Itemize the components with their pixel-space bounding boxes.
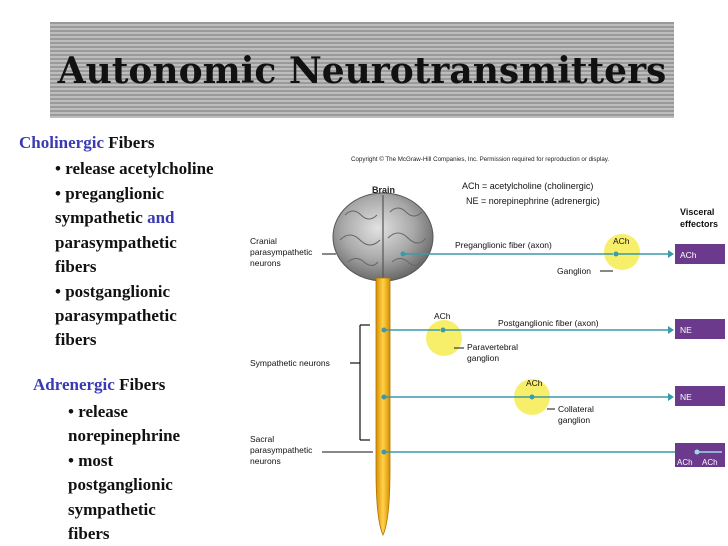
sacral-label-line-3: neurons xyxy=(250,456,281,466)
adrenergic-bullet-1-line-1: • release xyxy=(68,402,128,421)
sacral-label-line-1: Sacral xyxy=(250,434,274,444)
effector-label-2: NE xyxy=(680,325,692,335)
ganglion-label: Ganglion xyxy=(557,266,591,276)
paravertebral-label-line-2: ganglion xyxy=(467,353,499,363)
ach-label-2: ACh xyxy=(434,311,451,321)
ach-label-3: ACh xyxy=(526,378,543,388)
visceral-effectors-label-line-2: effectors xyxy=(680,219,718,229)
copyright-notice: Copyright © The McGraw-Hill Companies, I… xyxy=(351,156,609,163)
effector-label-1: ACh xyxy=(680,250,697,260)
sacral-label-line-2: parasympathetic xyxy=(250,445,313,455)
adrenergic-keyword: Adrenergic xyxy=(33,375,115,394)
adrenergic-bullet-2-line-1: • most xyxy=(68,451,114,470)
adrenergic-bullet-2-line-3: sympathetic xyxy=(68,500,156,519)
cholinergic-bullet-2-line-4: fibers xyxy=(55,257,97,276)
sacral-neuron-body xyxy=(381,449,387,455)
ach-ganglion-circle-2 xyxy=(426,320,462,356)
brain-label: Brain xyxy=(372,185,395,195)
effector-box-1 xyxy=(675,244,725,264)
ach-ganglion-circle-1 xyxy=(604,234,640,270)
effector-label-4a: ACh xyxy=(677,458,693,467)
cholinergic-bullet-3-line-2: parasympathetic xyxy=(55,306,177,325)
cranial-ganglion-dot xyxy=(613,251,619,257)
brain-illustration xyxy=(332,192,434,282)
cholinergic-bullet-2-line-2: sympathetic and xyxy=(55,206,175,230)
cholinergic-keyword: Cholinergic xyxy=(19,133,104,152)
cholinergic-bullet-3-line-3: fibers xyxy=(55,330,97,349)
cholinergic-bullet-1: • release acetylcholine xyxy=(55,159,214,178)
sympathetic-word: sympathetic xyxy=(55,208,148,227)
postganglionic-label: Postganglionic fiber (axon) xyxy=(498,318,599,328)
adrenergic-bullet-2-line-4: fibers xyxy=(68,524,110,543)
ach-label-1: ACh xyxy=(613,236,630,246)
cranial-fiber-arrow xyxy=(668,250,674,258)
cranial-label-line-1: Cranial xyxy=(250,236,277,246)
collateral-ganglion-dot xyxy=(529,394,535,400)
slide-title: Autonomic Neurotransmitters xyxy=(57,50,667,92)
cholinergic-bullet-3-line-1: • postganglionic xyxy=(55,282,171,301)
collateral-fiber-arrow xyxy=(668,393,674,401)
effector-box-2 xyxy=(675,319,725,339)
ach-definition: ACh = acetylcholine (cholinergic) xyxy=(462,181,593,191)
effector-label-3: NE xyxy=(680,392,692,402)
and-word: and xyxy=(147,208,175,227)
collateral-label-line-1: Collateral xyxy=(558,404,594,414)
collateral-label-line-2: ganglion xyxy=(558,415,590,425)
preganglionic-label: Preganglionic fiber (axon) xyxy=(455,240,552,250)
adrenergic-fibers-label: Fibers xyxy=(114,375,166,394)
cholinergic-heading: Cholinergic Fibers xyxy=(19,133,155,153)
collateral-neuron-body xyxy=(381,394,387,400)
effector-label-4b: ACh xyxy=(702,458,718,467)
adrenergic-bullet-1-line-2: norepinephrine xyxy=(68,426,181,445)
ne-definition: NE = norepinephrine (adrenergic) xyxy=(466,196,600,206)
paravertebral-fiber-arrow xyxy=(668,326,674,334)
paravertebral-ganglion-dot xyxy=(440,327,446,333)
effector-box-3 xyxy=(675,386,725,406)
adrenergic-bullet-2-line-2: postganglionic xyxy=(68,475,173,494)
sympathetic-neurons-label: Sympathetic neurons xyxy=(250,358,330,368)
cranial-label-line-3: neurons xyxy=(250,258,281,268)
title-banner: Autonomic Neurotransmitters xyxy=(50,22,674,118)
paravertebral-label-line-1: Paravertebral xyxy=(467,342,518,352)
adrenergic-heading: Adrenergic Fibers xyxy=(33,375,165,395)
cholinergic-fibers-label: Fibers xyxy=(104,133,155,152)
cholinergic-bullet-2-line-3: parasympathetic xyxy=(55,233,177,252)
cranial-label-line-2: parasympathetic xyxy=(250,247,313,257)
cranial-neuron-body xyxy=(400,251,406,257)
cholinergic-bullet-2-line-1: • preganglionic xyxy=(55,184,165,203)
effector-box-4 xyxy=(675,443,725,467)
visceral-effectors-label-line-1: Visceral xyxy=(680,207,714,217)
spinal-cord xyxy=(375,277,391,536)
paravertebral-neuron-body xyxy=(381,327,387,333)
